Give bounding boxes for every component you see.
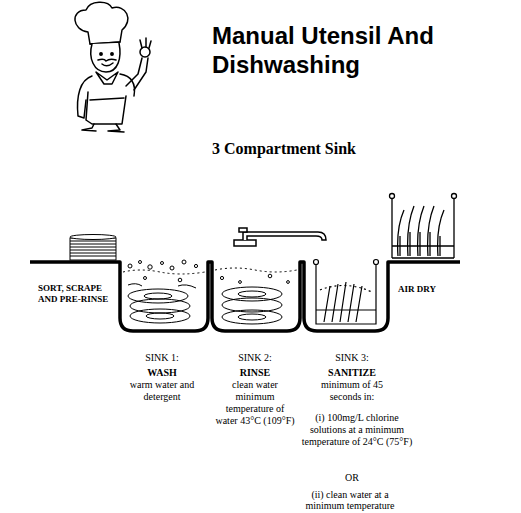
drawing-stroke [146, 313, 174, 319]
drawing-stroke [170, 266, 174, 270]
drawing-stroke [182, 260, 186, 264]
sink-note: warm water and detergent [118, 379, 206, 403]
section-heading: 3 Compartment Sink [212, 139, 462, 158]
drawing-stroke [238, 314, 266, 320]
drawing-stroke [178, 278, 182, 282]
drawing-stroke [30, 262, 460, 331]
sink-step: RINSE [215, 367, 295, 379]
drawing-stroke [161, 262, 164, 265]
diagram-title: Manual Utensil And Dishwashing [212, 21, 502, 79]
drawing-stroke [70, 241, 116, 256]
sink-note: (i) 100mg/L chlorine solutions at a mini… [298, 412, 416, 448]
rinse-water [215, 268, 297, 324]
drawing-stroke [234, 240, 256, 246]
drawing-stroke [130, 309, 190, 323]
drawing-stroke [128, 264, 132, 268]
sink-note: OR [312, 472, 392, 484]
sink-note: minimum of 45 seconds in: [310, 379, 394, 403]
sink-number: SINK 3: [312, 352, 392, 364]
drawing-stroke [268, 274, 272, 278]
drawing-stroke [148, 265, 152, 269]
drawing-stroke [374, 260, 379, 265]
drawing-stroke [98, 59, 116, 61]
step-label: SORT, SCRAPE AND PRE-RINSE [38, 283, 120, 305]
drawing-stroke [75, 2, 128, 44]
drawing-stroke [86, 92, 126, 124]
drawing-stroke [452, 194, 457, 199]
drawing-stroke [134, 58, 148, 90]
step-label: AIR DRY [398, 284, 458, 295]
drawing-stroke [390, 194, 395, 199]
drawing-stroke [144, 277, 147, 280]
drawing-stroke [144, 293, 172, 299]
drawing-stroke [400, 232, 440, 256]
drawing-stroke [90, 98, 124, 100]
sink-number: SINK 1: [122, 352, 202, 364]
drawing-stroke [96, 72, 118, 84]
drawing-stroke [316, 264, 376, 324]
drawing-stroke [287, 281, 290, 284]
sink-note: (ii) clean water at a minimum temperatur… [294, 489, 406, 511]
drawing-stroke [222, 287, 282, 301]
drawing-stroke [111, 53, 113, 55]
drawing-stroke [128, 284, 196, 288]
drying-rack [390, 194, 457, 259]
drawing-stroke [139, 261, 142, 264]
drawing-stroke [239, 281, 242, 284]
drawing-stroke [70, 238, 116, 260]
drawing-stroke [194, 264, 197, 267]
drawing-stroke [320, 285, 372, 292]
drawing-stroke [102, 63, 113, 66]
drawing-stroke [314, 260, 319, 265]
drawing-stroke [243, 232, 326, 240]
wash-water [123, 260, 205, 323]
counter-and-sinks [30, 262, 460, 331]
drawing-stroke [91, 43, 120, 72]
drawing-stroke [398, 206, 444, 256]
drawing-stroke [100, 53, 102, 55]
sink-step: SANITIZE [312, 367, 392, 379]
drawing-stroke [324, 282, 362, 322]
chef-drawing [75, 2, 151, 132]
drawing-stroke [140, 38, 151, 48]
sink-step: WASH [122, 367, 202, 379]
drawing-stroke [82, 124, 124, 132]
drawing-stroke [215, 268, 297, 272]
sanitize-rack [314, 260, 379, 325]
drawing-stroke [123, 270, 205, 274]
drawing-stroke [220, 276, 223, 279]
plate-stack [70, 235, 116, 261]
sink-note: clean water minimum temperature of water… [214, 379, 296, 427]
drawing-stroke [70, 235, 116, 240]
faucet [234, 228, 326, 246]
drawing-stroke [222, 310, 282, 324]
drawing-stroke [239, 228, 247, 232]
drawing-stroke [78, 76, 92, 118]
drawing-stroke [238, 291, 266, 297]
drawing-stroke [392, 198, 454, 258]
sink-number: SINK 2: [215, 352, 295, 364]
